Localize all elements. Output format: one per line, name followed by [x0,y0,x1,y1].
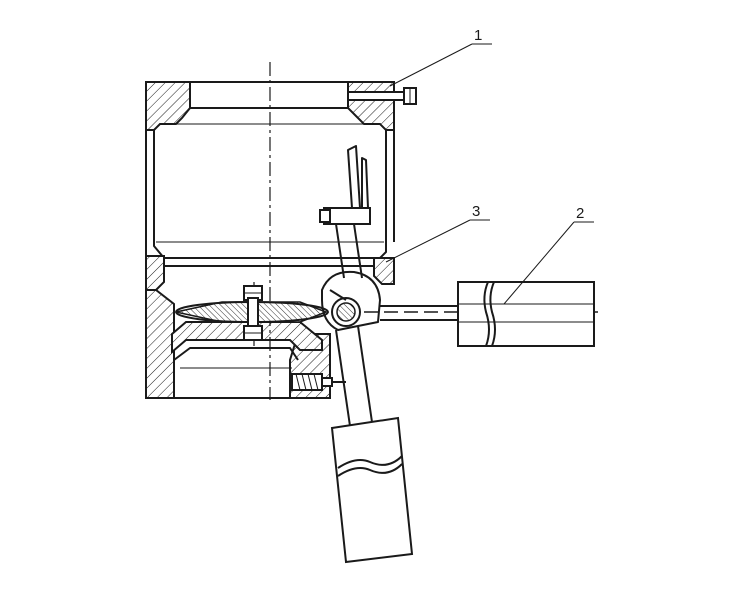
callout-1: 1 [474,27,482,44]
callout-leaders [385,43,594,305]
pivot-hub [321,270,381,331]
callout-2: 2 [576,205,584,222]
spring [291,373,346,391]
counterweight-horizontal [380,281,595,347]
mid-flange-right [373,257,395,285]
lower-wall-left [145,289,175,399]
flange-bolt [347,87,417,105]
top-flange-left [145,81,191,131]
counterweight-vertical [330,325,414,564]
top-flange-right [347,81,395,131]
valve-disc [175,285,329,341]
mid-flange-left [145,255,165,291]
upper-wall [145,130,395,268]
linkage-arm [319,145,371,279]
callout-3: 3 [472,203,480,220]
